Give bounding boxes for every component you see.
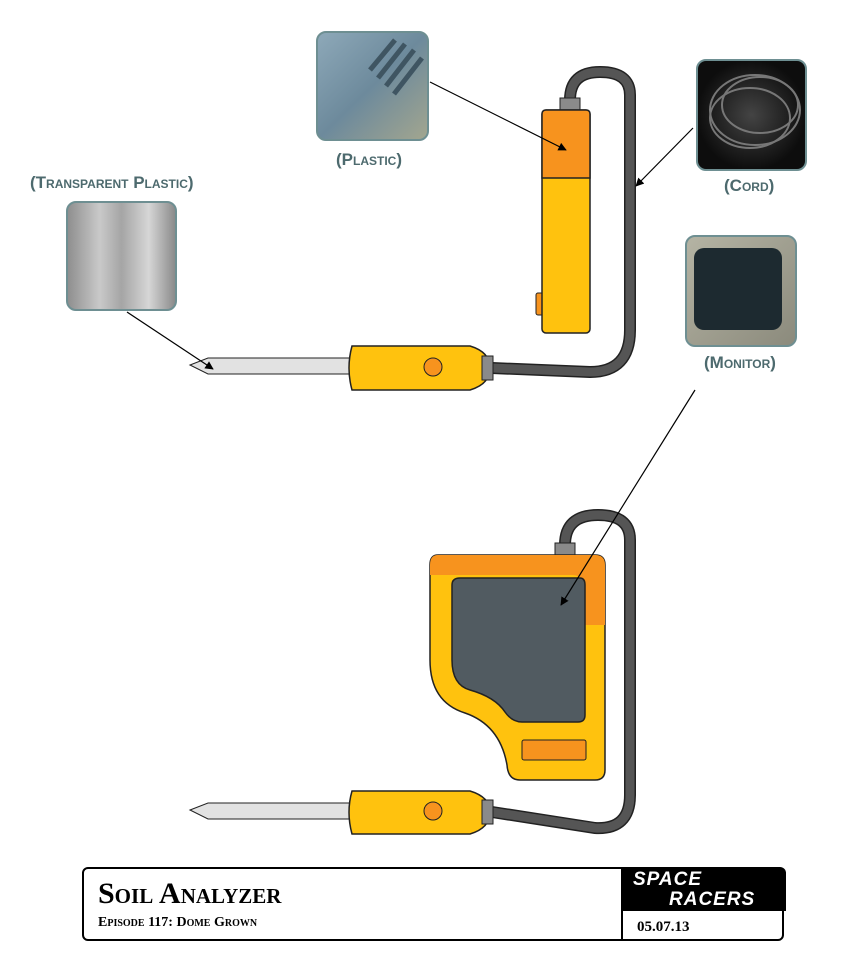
label-cord: (Cord) — [724, 176, 775, 195]
sheet-date: 05.07.13 — [621, 911, 784, 941]
logo-line-2: RACERS — [669, 889, 756, 910]
swatch-monitor — [685, 235, 797, 347]
probe-button — [423, 357, 443, 377]
sheet-title: Soil Analyzer — [98, 877, 282, 910]
top-analyzer — [188, 65, 636, 391]
label-monitor: (Monitor) — [704, 353, 776, 372]
swatch-cord — [696, 59, 807, 171]
swatch-plastic — [316, 31, 429, 141]
logo-line-1: SPACE — [633, 869, 703, 890]
episode-subtitle: Episode 117: Dome Grown — [98, 915, 258, 930]
label-transparent-plastic: (Transparent Plastic) — [30, 173, 194, 192]
space-racers-logo: SPACE RACERS — [621, 867, 786, 911]
leader-lines — [126, 81, 696, 606]
probe-handle — [348, 345, 491, 391]
connector — [559, 97, 581, 112]
button-panel — [521, 739, 587, 761]
bottom-analyzer — [188, 508, 636, 835]
title-block: Soil Analyzer Episode 117: Dome Grown SP… — [82, 867, 786, 941]
swatch-transparent-plastic — [66, 201, 177, 311]
screen — [451, 577, 586, 723]
label-plastic: (Plastic) — [336, 150, 402, 169]
probe-tip — [188, 357, 351, 375]
